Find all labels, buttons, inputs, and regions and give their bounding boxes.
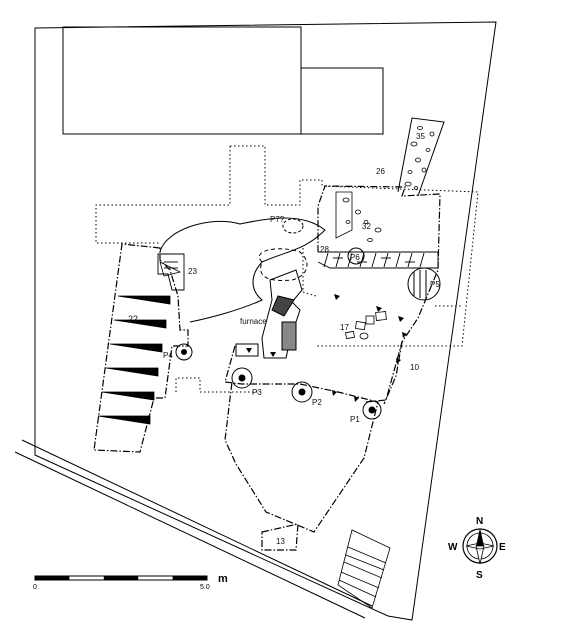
edge-ticks (246, 294, 407, 402)
road-line (14, 451, 366, 619)
compass-s-label: S (476, 570, 483, 581)
posthole-p3 (231, 367, 253, 389)
dashed-pit (258, 248, 308, 281)
scale-bar: 0 5.0 m (33, 573, 228, 591)
posthole-p2 (291, 381, 313, 403)
scale-end-label: 5.0 (200, 584, 210, 591)
pebble-area-35 (397, 117, 445, 197)
slope-marks (97, 261, 182, 425)
compass-n-label: N (476, 516, 483, 527)
label-32: 32 (362, 222, 371, 231)
stones-17 (345, 311, 387, 340)
label-10: 10 (410, 363, 419, 372)
label-17: 17 (340, 323, 349, 332)
compass-w-label: W (448, 542, 458, 553)
label-22: 22 (128, 314, 138, 324)
compass-needle-north (476, 528, 484, 546)
stone-cluster-32 (335, 191, 382, 242)
dotted-outlines (95, 145, 479, 393)
label-furnace: furnace (240, 317, 267, 326)
label-23: 23 (188, 267, 197, 276)
building-right (301, 67, 384, 135)
compass-needle-ew (465, 542, 495, 550)
compass-needle-south (475, 545, 485, 565)
label-26: 26 (376, 167, 385, 176)
posthole-p1 (362, 400, 382, 420)
label-p2: P2 (312, 398, 322, 407)
label-35: 35 (416, 132, 425, 141)
compass: N S E W (448, 516, 506, 581)
label-p6: P6 (350, 253, 360, 262)
label-p5: P5 (430, 280, 440, 289)
area-23-wall (157, 253, 185, 291)
label-p4: P4 (163, 351, 173, 360)
label-p77: P7? (270, 215, 285, 224)
posthole-p5 (407, 267, 441, 301)
dashed-posthole (282, 218, 304, 234)
posthole-p6 (347, 247, 365, 265)
posthole-p4 (175, 343, 193, 361)
label-28: 28 (320, 245, 329, 254)
label-p1: P1 (350, 415, 360, 424)
furnace-structure (235, 269, 303, 359)
scale-unit-label: m (218, 573, 228, 585)
area-labels: 35 26 32 28 P7? P6 P5 23 22 furnace 17 P… (128, 132, 440, 546)
building-left (62, 26, 302, 135)
stairs (337, 529, 391, 609)
postholes (175, 247, 441, 420)
scale-start-label: 0 (33, 584, 37, 591)
label-p3: P3 (252, 388, 262, 397)
label-13: 13 (276, 537, 285, 546)
irregular-outline (159, 217, 326, 323)
wall-hatching (317, 251, 439, 269)
site-boundary (34, 21, 497, 621)
road-line (21, 439, 373, 607)
compass-e-label: E (499, 542, 506, 553)
